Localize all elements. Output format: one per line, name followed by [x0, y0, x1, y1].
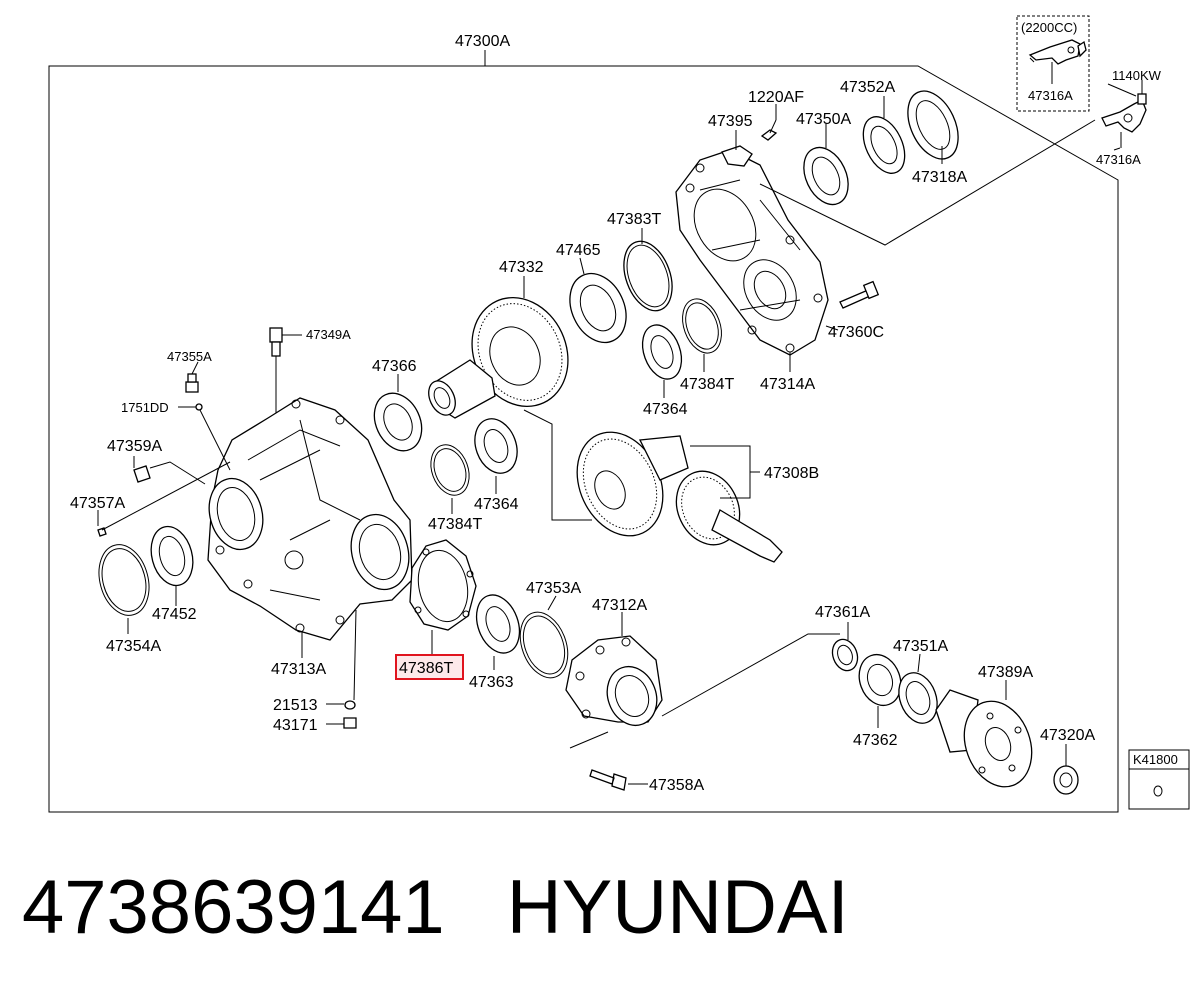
label-47332[interactable]: 47332 — [499, 259, 544, 276]
label-47360c[interactable]: 47360C — [828, 324, 884, 341]
label-47358a[interactable]: 47358A — [649, 777, 704, 794]
rear-case-icon — [675, 145, 829, 356]
bearing-47352a-icon — [862, 116, 906, 174]
plug-21513-icon — [343, 700, 357, 729]
shaft-47308b-icon — [576, 431, 783, 563]
oring-47353a-icon — [519, 611, 569, 679]
bearing-47363-icon — [475, 594, 521, 654]
label-2200cc: (2200CC) — [1021, 20, 1077, 35]
label-47465[interactable]: 47465 — [556, 242, 601, 259]
bearing-47362-icon — [858, 653, 902, 707]
variant-box — [1016, 15, 1090, 112]
label-1220af[interactable]: 1220AF — [748, 89, 804, 106]
bearing-47364-icon — [474, 418, 518, 474]
plug-47349a-icon — [269, 327, 302, 440]
cover-47312a-icon — [565, 635, 663, 727]
brand-name: HYUNDAI — [506, 865, 849, 950]
pin-47359a-icon — [133, 465, 151, 483]
label-47352a[interactable]: 47352A — [840, 79, 895, 96]
label-47354a[interactable]: 47354A — [106, 638, 161, 655]
part-number: 4738639141 — [22, 865, 445, 950]
bearing-47465-icon — [569, 272, 627, 344]
bolt-1220af-icon — [760, 119, 778, 141]
bracket-icon — [1101, 80, 1147, 148]
front-case-icon — [207, 397, 413, 641]
snap-ring-47384t-icon — [430, 444, 470, 496]
bolt-47360c-icon — [839, 280, 880, 309]
pin-47357a-icon — [97, 527, 107, 537]
flange-47389a-icon — [935, 689, 1033, 788]
label-47351a[interactable]: 47351A — [893, 638, 948, 655]
label-43171[interactable]: 43171 — [273, 717, 318, 734]
label-47313a[interactable]: 47313A — [271, 661, 326, 678]
label-k41800: K41800 — [1133, 752, 1178, 767]
label-47389a[interactable]: 47389A — [978, 664, 1033, 681]
assembly-frame — [48, 65, 1119, 813]
label-47316a-top[interactable]: 47316A — [1028, 88, 1073, 103]
snap-ring-47384t-top-icon — [682, 298, 722, 354]
label-47312a[interactable]: 47312A — [592, 597, 647, 614]
part-caption: 4738639141 HYUNDAI — [22, 858, 1172, 968]
bracket-2200cc-icon — [1028, 39, 1087, 84]
label-1140kw[interactable]: 1140KW — [1112, 68, 1162, 83]
bearing-47364-top-icon — [641, 324, 683, 380]
label-21513[interactable]: 21513 — [273, 697, 318, 714]
label-47366[interactable]: 47366 — [372, 358, 417, 375]
label-47353a[interactable]: 47353A — [526, 580, 581, 597]
label-47452[interactable]: 47452 — [152, 606, 197, 623]
label-47357a[interactable]: 47357A — [70, 495, 125, 512]
catalog-box — [1128, 749, 1190, 810]
label-47316a[interactable]: 47316A — [1096, 152, 1141, 167]
label-47395[interactable]: 47395 — [708, 113, 753, 130]
label-47308b[interactable]: 47308B — [764, 465, 819, 482]
label-1751dd[interactable]: 1751DD — [121, 400, 169, 415]
highlight-box — [395, 654, 464, 680]
gasket-47386t-icon — [409, 539, 477, 631]
part-labels: 47300A (2200CC) 47316A 1140KW 47316A 473… — [70, 20, 1178, 794]
label-47320a[interactable]: 47320A — [1040, 727, 1095, 744]
nut-47320a-icon — [1053, 765, 1079, 795]
oil-seal-47452-icon — [150, 525, 194, 587]
label-47384t-top[interactable]: 47384T — [680, 376, 734, 393]
label-47383t[interactable]: 47383T — [607, 211, 661, 228]
label-47355a[interactable]: 47355A — [167, 349, 212, 364]
label-47384t[interactable]: 47384T — [428, 516, 482, 533]
label-47386t-highlighted[interactable]: 47386T — [399, 660, 453, 677]
bearing-47361a-icon — [831, 638, 859, 672]
label-47363[interactable]: 47363 — [469, 674, 514, 691]
label-47361a[interactable]: 47361A — [815, 604, 870, 621]
oil-seal-47350a-icon — [803, 146, 849, 206]
bolt-47358a-icon — [589, 769, 627, 791]
washer-1751dd-icon — [195, 403, 203, 411]
label-47364-top[interactable]: 47364 — [643, 401, 688, 418]
seal-47351a-icon — [898, 672, 938, 724]
bearing-47366-icon — [373, 392, 423, 452]
oring-47354a-icon — [98, 544, 150, 616]
label-47300a[interactable]: 47300A — [455, 33, 510, 50]
label-47362[interactable]: 47362 — [853, 732, 898, 749]
label-47350a[interactable]: 47350A — [796, 111, 851, 128]
snap-ring-47383t-icon — [623, 240, 673, 312]
label-47364[interactable]: 47364 — [474, 496, 519, 513]
label-47359a[interactable]: 47359A — [107, 438, 162, 455]
gear-47332-icon — [428, 297, 569, 419]
leader-lines — [97, 83, 1137, 785]
label-47314a[interactable]: 47314A — [760, 376, 815, 393]
oil-seal-47318a-icon — [907, 90, 959, 160]
label-47318a[interactable]: 47318A — [912, 169, 967, 186]
label-47349a[interactable]: 47349A — [306, 327, 351, 342]
plug-47355a-icon — [185, 373, 199, 393]
